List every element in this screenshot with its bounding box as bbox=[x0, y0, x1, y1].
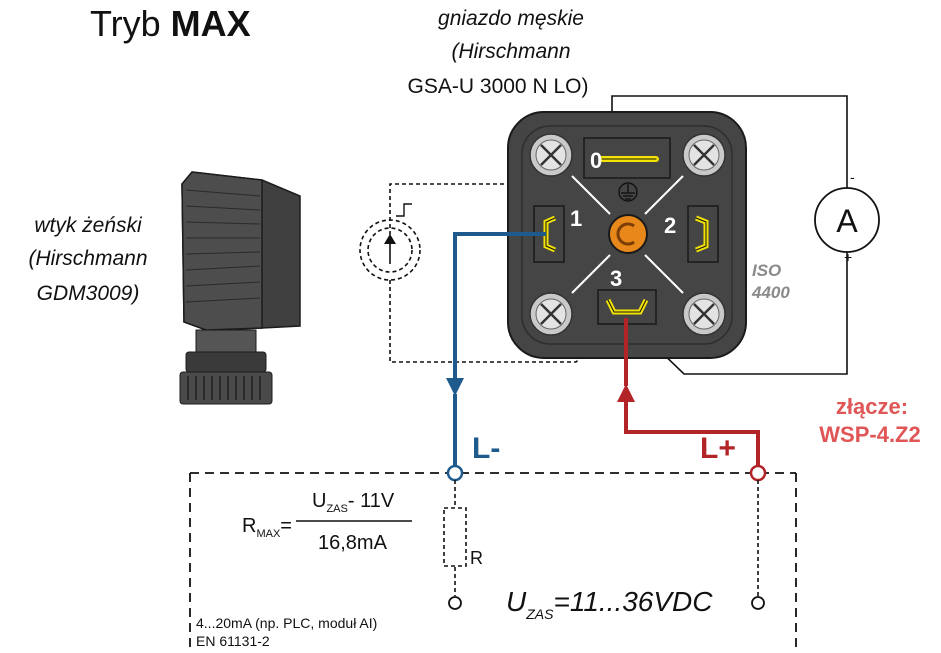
svg-text:(Hirschmann: (Hirschmann bbox=[28, 247, 147, 270]
svg-text:WSP-4.Z2: WSP-4.Z2 bbox=[819, 422, 920, 447]
screw-icon bbox=[529, 292, 573, 336]
connector-cross bbox=[571, 175, 684, 294]
supply-voltage: UZAS=11...36VDC bbox=[506, 586, 713, 622]
svg-text:4400: 4400 bbox=[751, 283, 790, 302]
svg-text:GDM3009): GDM3009) bbox=[37, 282, 140, 305]
terminal-positive bbox=[749, 464, 767, 482]
positive-wire bbox=[617, 318, 760, 466]
connector-code-label: złącze: WSP-4.Z2 bbox=[819, 394, 920, 447]
screw-icon bbox=[682, 133, 726, 177]
positive-wire-label: L+ bbox=[700, 432, 736, 465]
screw-icon bbox=[529, 133, 573, 177]
resistor bbox=[443, 480, 467, 567]
svg-text:2: 2 bbox=[664, 213, 676, 238]
svg-text:ISO: ISO bbox=[752, 261, 781, 280]
svg-text:1: 1 bbox=[570, 206, 582, 231]
svg-text:4...20mA (np. PLC, moduł AI): 4...20mA (np. PLC, moduł AI) bbox=[196, 615, 377, 631]
iso-standard-label: ISO 4400 bbox=[751, 261, 790, 302]
page-title: Tryb MAX bbox=[90, 3, 251, 44]
svg-text:0: 0 bbox=[590, 148, 602, 173]
svg-text:A: A bbox=[836, 203, 858, 239]
svg-text:EN 61131-2: EN 61131-2 bbox=[196, 633, 270, 649]
male-socket-label: gniazdo męskie (Hirschmann GSA-U 3000 N … bbox=[408, 7, 589, 98]
ground-icon bbox=[618, 182, 638, 202]
svg-text:złącze:: złącze: bbox=[836, 394, 908, 419]
negative-wire bbox=[446, 232, 546, 466]
rmax-formula: RMAX= UZAS- 11V 16,8mA bbox=[242, 490, 412, 554]
resistor-label: R bbox=[470, 548, 483, 568]
svg-text:GSA-U 3000 N LO): GSA-U 3000 N LO) bbox=[408, 75, 589, 98]
terminal-lower-left bbox=[448, 567, 462, 610]
svg-text:RMAX=: RMAX= bbox=[242, 515, 292, 540]
female-plug-label: wtyk żeński (Hirschmann GDM3009) bbox=[28, 214, 147, 305]
screw-icon bbox=[682, 292, 726, 336]
svg-text:gniazdo męskie: gniazdo męskie bbox=[438, 7, 584, 30]
receiver-description: 4...20mA (np. PLC, moduł AI) EN 61131-2 bbox=[196, 615, 377, 649]
center-contact bbox=[608, 214, 648, 254]
ammeter: A - + bbox=[814, 169, 880, 265]
pin-2-socket bbox=[687, 205, 719, 263]
terminal-negative bbox=[446, 464, 464, 482]
svg-text:3: 3 bbox=[610, 266, 622, 291]
negative-wire-label: L- bbox=[472, 432, 500, 465]
receiver-box bbox=[189, 472, 797, 653]
terminal-lower-right bbox=[751, 480, 765, 610]
svg-text:+: + bbox=[844, 249, 852, 265]
svg-text:UZAS- 11V: UZAS- 11V bbox=[312, 490, 395, 515]
svg-text:16,8mA: 16,8mA bbox=[318, 532, 388, 554]
svg-text:(Hirschmann: (Hirschmann bbox=[451, 40, 570, 63]
pin-numbers: 0 1 2 3 bbox=[570, 148, 676, 291]
svg-text:wtyk żeński: wtyk żeński bbox=[34, 214, 143, 237]
female-plug-image bbox=[179, 171, 301, 405]
svg-text:-: - bbox=[850, 169, 855, 185]
pin-0-socket bbox=[583, 137, 671, 179]
